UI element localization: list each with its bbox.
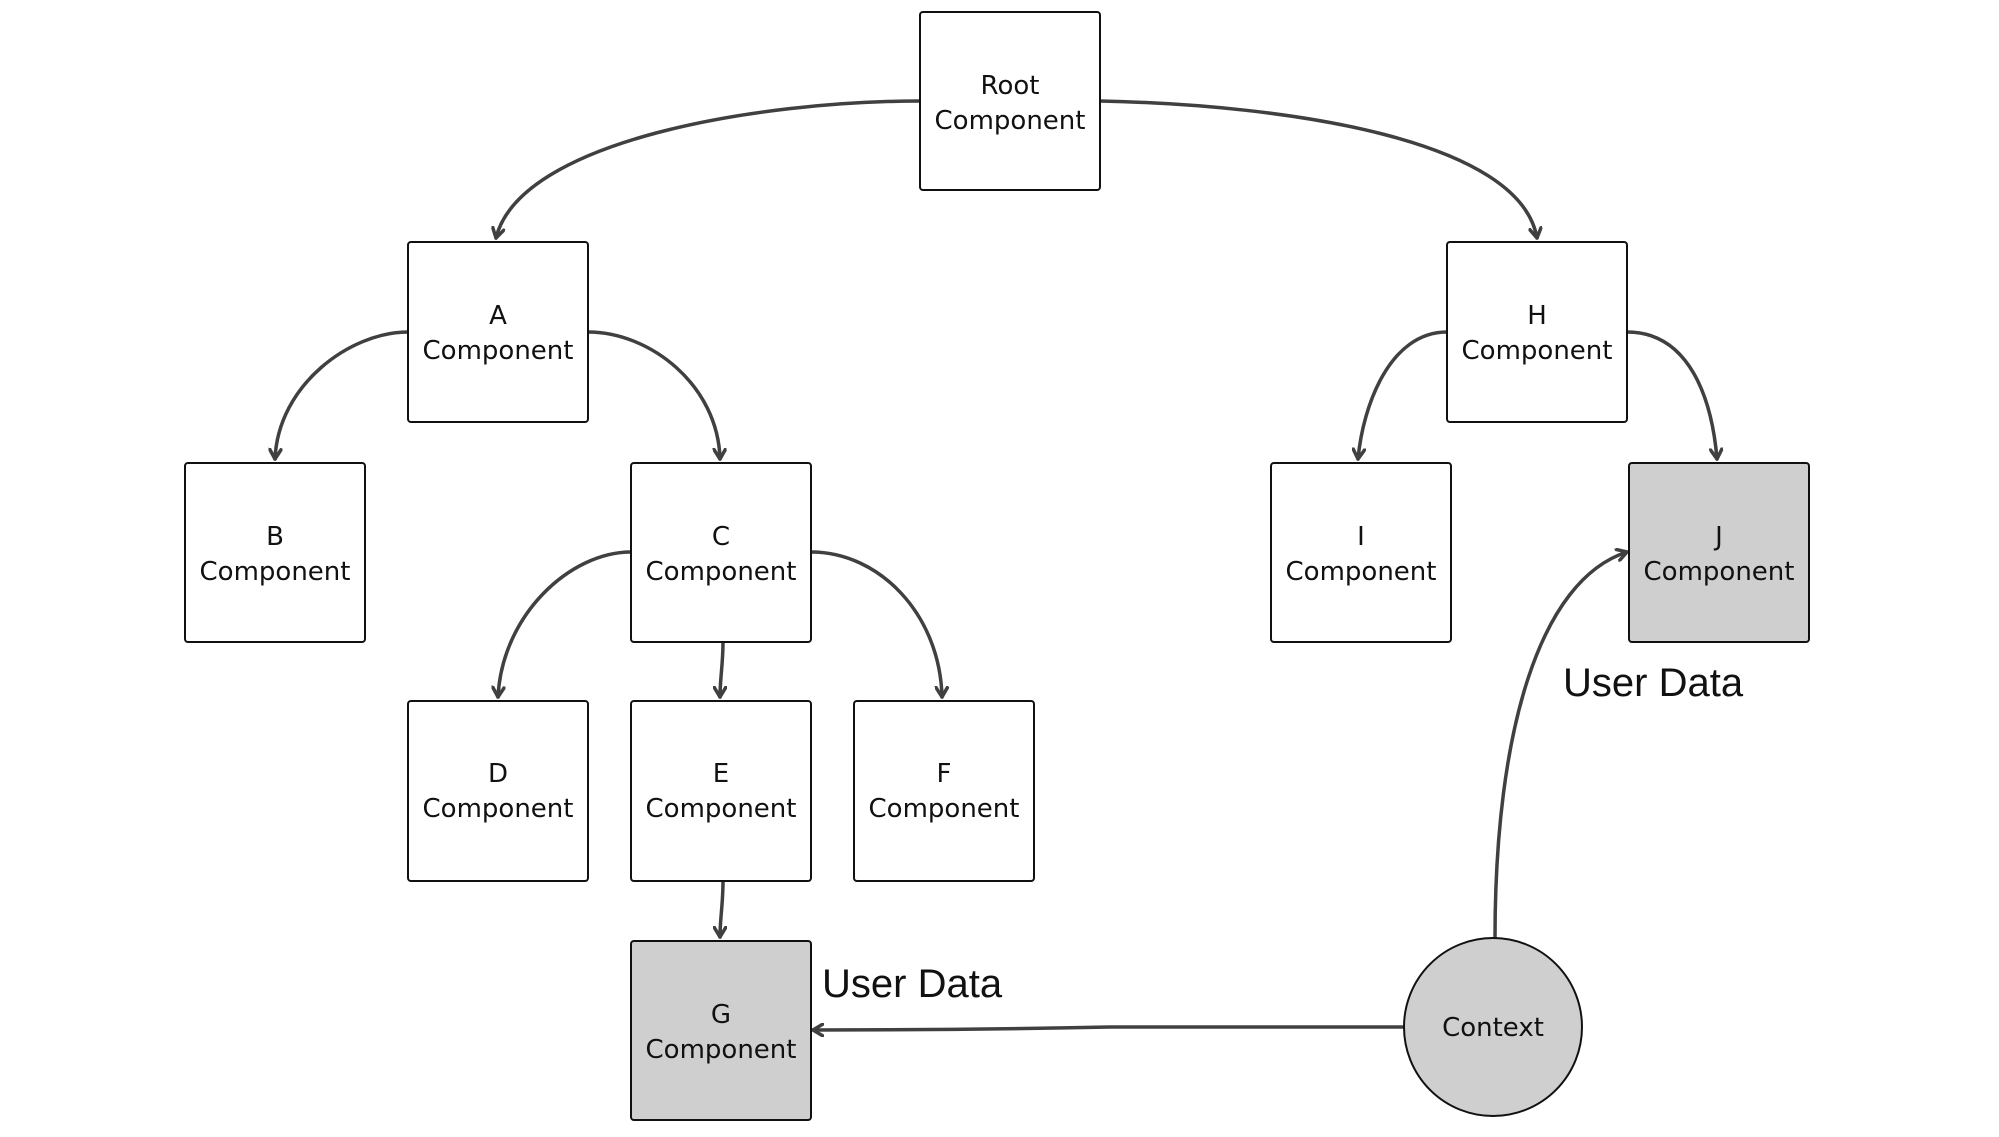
edge-c-to-f <box>809 550 942 699</box>
node-b: B Component <box>184 462 366 643</box>
edge-c-to-e <box>720 640 723 699</box>
node-box <box>919 11 1101 191</box>
node-i: I Component <box>1270 462 1452 643</box>
edge-label-context-to-j: User Data <box>1563 661 1744 705</box>
node-c: C Component <box>630 462 812 643</box>
node-box <box>407 700 589 882</box>
edge-c-to-d <box>498 550 633 699</box>
edge-label-context-to-g: User Data <box>822 962 1003 1006</box>
node-label-line1: C <box>712 522 730 552</box>
node-label-line1: D <box>488 759 508 789</box>
nodes-layer: Root Component A Component H Component B… <box>184 11 1810 1121</box>
node-label-line2: Component <box>646 1035 797 1065</box>
node-label-line2: Component <box>1462 336 1613 366</box>
node-box <box>630 700 812 882</box>
node-label-line2: Component <box>646 794 797 824</box>
node-label-line2: Component <box>646 557 797 587</box>
edge-root-to-h <box>1098 99 1537 240</box>
node-box <box>630 940 812 1121</box>
node-label-line1: Context <box>1442 1013 1544 1043</box>
node-label-line1: J <box>1713 522 1723 552</box>
edges-layer <box>275 99 1717 1030</box>
node-label-line2: Component <box>935 106 1086 136</box>
edge-h-to-i <box>1358 330 1449 461</box>
node-j: J Component <box>1628 462 1810 643</box>
node-root: Root Component <box>919 11 1101 191</box>
node-label-line1: G <box>711 1000 731 1030</box>
node-context: Context <box>1403 937 1583 1117</box>
node-label-line2: Component <box>423 336 574 366</box>
node-g: G Component <box>630 940 812 1121</box>
node-a: A Component <box>407 241 589 423</box>
node-label-line1: F <box>937 759 952 789</box>
node-label-line2: Component <box>1286 557 1437 587</box>
node-f: F Component <box>853 700 1035 882</box>
node-label-line1: I <box>1357 522 1365 552</box>
node-box <box>630 462 812 643</box>
node-box <box>1270 462 1452 643</box>
node-box <box>407 241 589 423</box>
node-label-line2: Component <box>1644 557 1795 587</box>
node-label-line1: H <box>1527 301 1547 331</box>
edge-context-to-g <box>811 1027 1405 1030</box>
edge-labels-layer: User Data User Data <box>822 661 1744 1006</box>
node-d: D Component <box>407 700 589 882</box>
node-h: H Component <box>1446 241 1628 423</box>
edge-h-to-j <box>1625 330 1717 461</box>
edge-a-to-c <box>586 330 720 461</box>
node-label-line1: Root <box>981 71 1040 101</box>
node-label-line1: E <box>713 759 729 789</box>
node-label-line1: B <box>266 522 284 552</box>
edge-e-to-g <box>720 879 723 939</box>
node-label-line2: Component <box>200 557 351 587</box>
node-label-line2: Component <box>423 794 574 824</box>
edge-root-to-a <box>496 99 922 240</box>
node-box <box>184 462 366 643</box>
edge-a-to-b <box>275 330 410 461</box>
node-box <box>1628 462 1810 643</box>
node-e: E Component <box>630 700 812 882</box>
node-label-line2: Component <box>869 794 1020 824</box>
node-box <box>1446 241 1628 423</box>
node-box <box>853 700 1035 882</box>
edge-context-to-j <box>1493 552 1629 940</box>
node-circle <box>1403 937 1583 1117</box>
node-label-line1: A <box>489 301 507 331</box>
